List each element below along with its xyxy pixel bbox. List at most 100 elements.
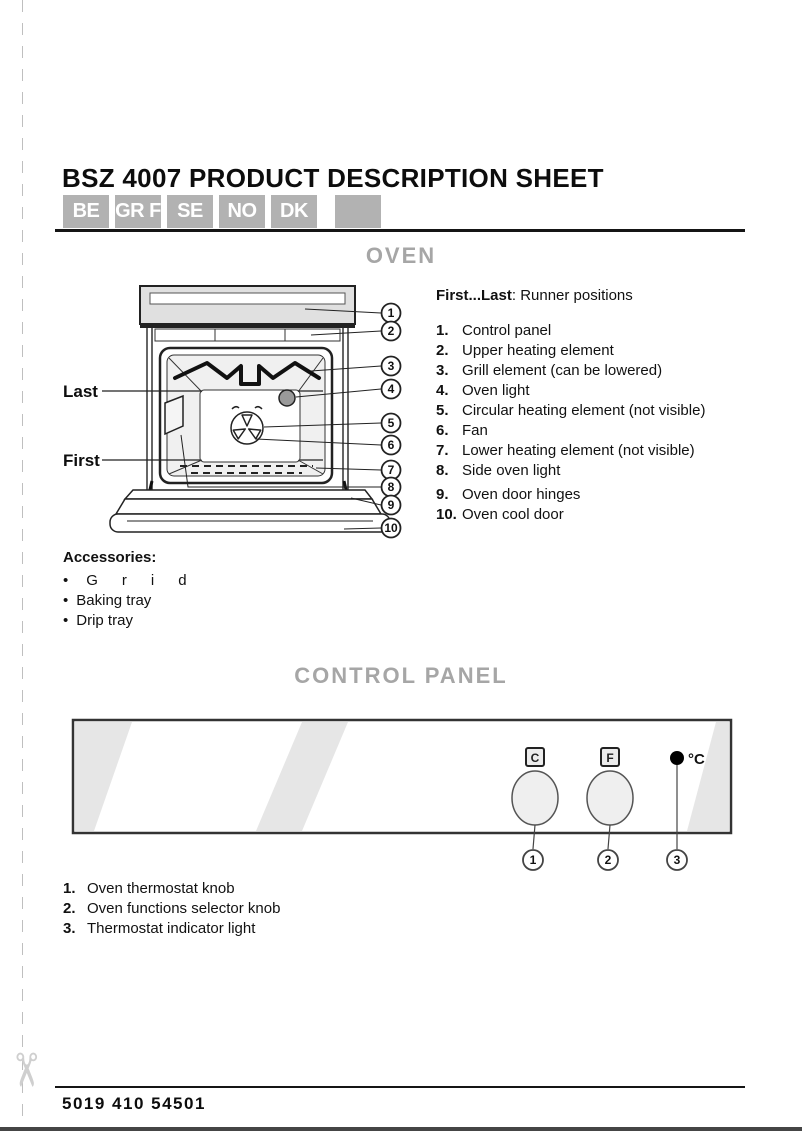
cp-item-num: 2.	[63, 900, 76, 917]
part-label: Oven door hinges	[462, 486, 581, 503]
svg-text:C: C	[531, 751, 540, 765]
thermostat-knob	[511, 770, 559, 826]
callout-6: 6	[380, 434, 402, 456]
callout-10: 10	[380, 517, 402, 539]
upper-heating-element-part	[154, 328, 341, 342]
part-label: Fan	[462, 422, 488, 439]
footer-document-code: 5019 410 54501	[62, 1094, 206, 1113]
cp-row-3: 3.Thermostat indicator light	[63, 919, 280, 939]
part-num: 9.	[436, 486, 449, 503]
bullet-icon: •	[63, 592, 69, 609]
part-row-1: 1. Control panel	[436, 321, 776, 341]
svg-text:1: 1	[388, 306, 395, 320]
part-num: 10.	[436, 506, 457, 523]
cut-dashed-line	[22, 0, 23, 1131]
control-panel-diagram: C F °C 1 2 3	[71, 718, 733, 871]
part-label: Side oven light	[462, 462, 561, 479]
header-divider	[55, 229, 745, 232]
svg-text:1: 1	[530, 853, 537, 867]
cp-item-label: Oven functions selector knob	[87, 900, 281, 917]
part-row-3: 3. Grill element (can be lowered)	[436, 361, 776, 381]
part-row-5: 5. Circular heating element (not visible)	[436, 401, 776, 421]
control-panel-fascia	[71, 718, 733, 835]
part-row-4: 4. Oven light	[436, 381, 776, 401]
svg-text:10: 10	[384, 521, 398, 535]
scissors-icon: ✂	[0, 1050, 52, 1090]
accessory-label: Drip tray	[76, 612, 133, 629]
oven-door-part	[109, 489, 391, 533]
runner-note-bold: First...Last	[436, 287, 512, 304]
label-first: First	[63, 451, 100, 470]
svg-text:4: 4	[388, 382, 395, 396]
lower-heating-element-part	[180, 465, 313, 474]
footer-divider	[55, 1086, 745, 1088]
oven-light-part	[278, 389, 296, 407]
grill-element-part	[173, 361, 321, 386]
part-label: Upper heating element	[462, 342, 614, 359]
thermostat-indicator-light: °C	[670, 751, 705, 768]
part-label: Circular heating element (not visible)	[462, 402, 706, 419]
accessory-label: Grid	[86, 572, 211, 589]
callout-4: 4	[380, 378, 402, 400]
part-row-7: 7.Lower heating element (not visible)	[436, 441, 776, 461]
accessories-section: Accessories: •Grid •Baking tray •Drip tr…	[63, 549, 211, 631]
svg-text:6: 6	[388, 438, 395, 452]
accessories-heading: Accessories:	[63, 549, 157, 566]
part-num: 4.	[436, 382, 449, 399]
cp-callout-2: 2	[597, 849, 619, 871]
bullet-icon: •	[63, 612, 69, 629]
part-num: 3.	[436, 362, 449, 379]
callout-leader-lines	[180, 308, 382, 530]
svg-text:8: 8	[388, 480, 395, 494]
runner-positions-note: First...Last: Runner positions	[436, 287, 776, 304]
functions-symbol-icon: F	[600, 747, 620, 775]
oven-side-frames	[146, 328, 349, 490]
page-bottom-edge	[0, 1127, 802, 1131]
language-tab-se: SE	[167, 195, 213, 228]
language-tab-gr-f: GR F	[115, 195, 161, 228]
part-label: Grill element (can be lowered)	[462, 362, 663, 379]
svg-text:F: F	[606, 751, 613, 765]
svg-text:9: 9	[388, 498, 395, 512]
callout-2: 2	[380, 320, 402, 342]
cp-item-num: 3.	[63, 920, 76, 937]
part-label: Control panel	[462, 322, 552, 339]
runner-note-rest: : Runner positions	[511, 287, 633, 304]
cp-callouts: 1 2 3	[522, 849, 688, 871]
oven-diagram: Last First 1 2 3 4 5 6 7 8 9 10	[63, 285, 402, 539]
svg-text:3: 3	[388, 359, 395, 373]
part-num: 6.	[436, 422, 449, 439]
page-title: BSZ 4007 PRODUCT DESCRIPTION SHEET	[62, 163, 604, 193]
part-row-6: 6. Fan	[436, 421, 776, 441]
svg-text:°C: °C	[688, 751, 705, 768]
oven-parts-list: First...Last: Runner positions 1. Control…	[436, 287, 776, 525]
part-row-9: 9. Oven door hinges	[436, 485, 776, 505]
fascia-reflections	[75, 722, 729, 831]
oven-control-panel-part	[139, 285, 356, 328]
part-num: 1.	[436, 322, 449, 339]
cp-callout-3: 3	[666, 849, 688, 871]
cp-row-2: 2. Oven functions selector knob	[63, 899, 280, 919]
accessory-item-grid: •Grid	[63, 571, 211, 591]
part-num: 2.	[436, 342, 449, 359]
callout-3: 3	[380, 355, 402, 377]
cp-item-label: Oven thermostat knob	[87, 880, 235, 897]
language-tab-blank	[335, 195, 381, 228]
part-label: Oven cool door	[462, 506, 564, 523]
part-label: Lower heating element (not visible)	[462, 442, 695, 459]
oven-callouts: 1 2 3 4 5 6 7 8 9 10	[380, 302, 402, 539]
accessory-item-drip-tray: • Drip tray	[63, 611, 211, 631]
accessory-item-baking-tray: •Baking tray	[63, 591, 211, 611]
svg-text:2: 2	[388, 324, 395, 338]
part-num: 5.	[436, 402, 449, 419]
part-row-8: 8.Side oven light	[436, 461, 776, 481]
language-tab-no: NO	[219, 195, 265, 228]
part-row-2: 2. Upper heating element	[436, 341, 776, 361]
label-last: Last	[63, 382, 98, 401]
cp-item-num: 1.	[63, 880, 76, 897]
cp-leader-lines	[532, 765, 678, 850]
cp-callout-1: 1	[522, 849, 544, 871]
callout-1: 1	[380, 302, 402, 324]
part-label: Oven light	[462, 382, 530, 399]
